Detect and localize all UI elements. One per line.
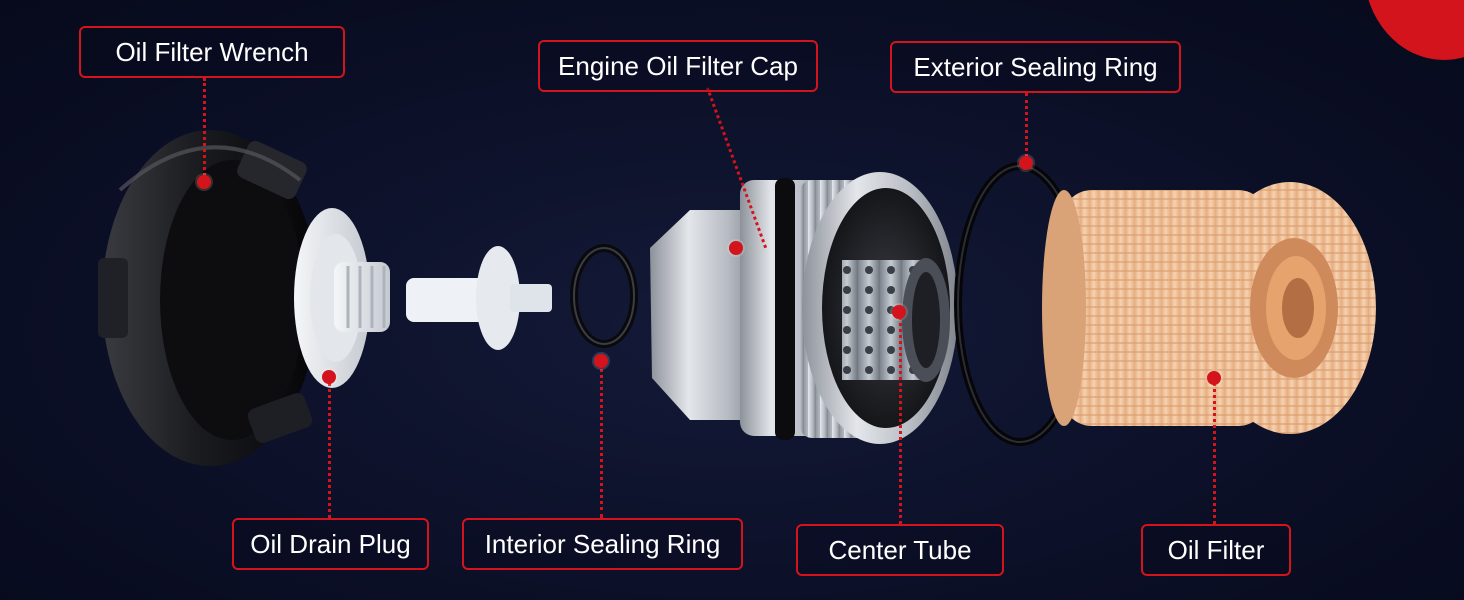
oil-filter-part: [1042, 182, 1376, 434]
leader-oil-filter-wrench: [203, 78, 206, 182]
marker-oil-filter-wrench: [197, 175, 211, 189]
leader-exterior-sealing-ring: [1025, 93, 1028, 163]
oil-filter-wrench-part: [98, 130, 318, 466]
label-center-tube: Center Tube: [796, 524, 1004, 576]
marker-exterior-sealing-ring: [1019, 156, 1033, 170]
leader-oil-filter: [1213, 378, 1216, 524]
marker-engine-oil-filter-cap: [729, 241, 743, 255]
label-oil-drain-plug: Oil Drain Plug: [232, 518, 429, 570]
label-exterior-sealing-ring: Exterior Sealing Ring: [890, 41, 1181, 93]
marker-oil-filter: [1207, 371, 1221, 385]
label-interior-sealing-ring: Interior Sealing Ring: [462, 518, 743, 570]
leader-center-tube: [899, 312, 902, 524]
leader-interior-sealing-ring: [600, 362, 603, 518]
marker-interior-sealing-ring: [594, 354, 608, 368]
marker-oil-drain-plug: [322, 370, 336, 384]
label-oil-filter: Oil Filter: [1141, 524, 1291, 576]
leader-oil-drain-plug: [328, 378, 331, 518]
oil-drain-plug-part: [294, 208, 390, 388]
plastic-insert-part: [406, 246, 552, 350]
label-oil-filter-wrench: Oil Filter Wrench: [79, 26, 345, 78]
label-engine-oil-filter-cap: Engine Oil Filter Cap: [538, 40, 818, 92]
marker-center-tube: [892, 305, 906, 319]
engine-oil-filter-cap-part: [650, 172, 958, 444]
